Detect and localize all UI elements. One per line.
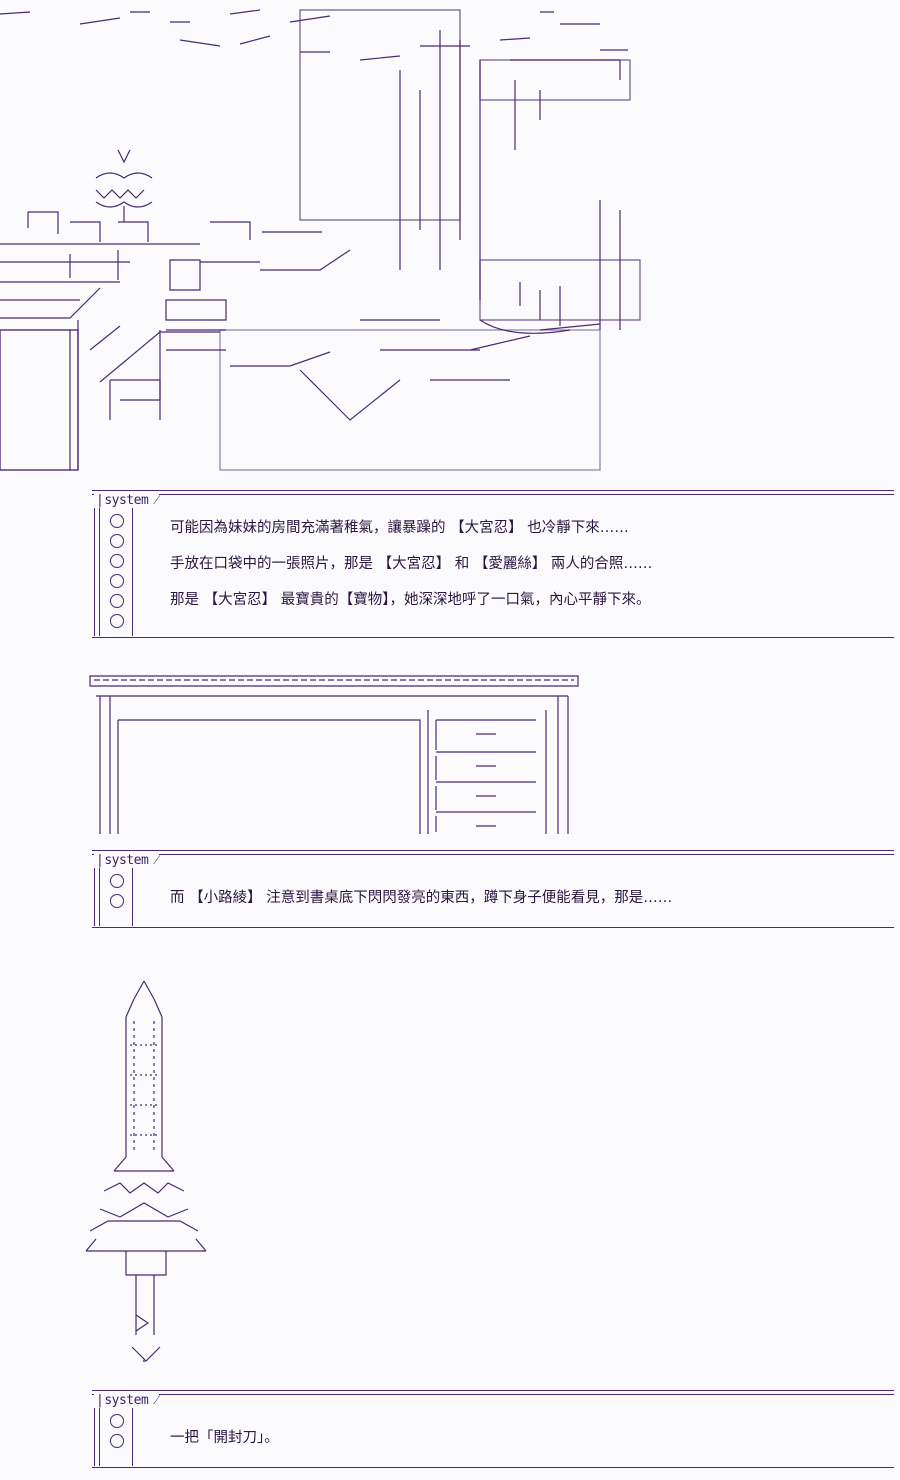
system-dialog-1: system 可能因為妹妹的房間充滿著稚氣，讓暴躁的 【大宮忍】 也冷靜下來……… <box>92 490 894 638</box>
dialog-marker-icons <box>110 868 124 908</box>
bedroom-scene-illustration <box>0 0 660 480</box>
system-dialog-2: system 而 【小路綾】 注意到書桌底下閃閃發亮的東西，蹲下身子便能看見，那… <box>92 850 894 928</box>
dialog-line: 手放在口袋中的一張照片，那是 【大宮忍】 和 【愛麗絲】 兩人的合照…… <box>170 556 653 572</box>
dialog-text: 一把「開封刀」。 <box>170 1428 279 1464</box>
system-tag: system <box>94 492 160 508</box>
system-tag: system <box>94 1392 160 1408</box>
system-dialog-3: system 一把「開封刀」。 <box>92 1390 894 1468</box>
dialog-line: 可能因為妹妹的房間充滿著稚氣，讓暴躁的 【大宮忍】 也冷靜下來…… <box>170 520 629 536</box>
dialog-line: 一把「開封刀」。 <box>170 1430 279 1446</box>
dialog-text: 可能因為妹妹的房間充滿著稚氣，讓暴躁的 【大宮忍】 也冷靜下來…… 手放在口袋中… <box>170 518 652 626</box>
system-tag: system <box>94 852 160 868</box>
dialog-marker-icons <box>110 1408 124 1448</box>
dialog-text: 而 【小路綾】 注意到書桌底下閃閃發亮的東西，蹲下身子便能看見，那是…… <box>170 888 672 924</box>
dialog-marker-icons <box>110 508 124 628</box>
dialog-line: 那是 【大宮忍】 最寶貴的【寶物】，她深深地呼了一口氣，內心平靜下來。 <box>170 592 651 608</box>
letter-opener-illustration <box>80 975 230 1365</box>
dialog-line: 而 【小路綾】 注意到書桌底下閃閃發亮的東西，蹲下身子便能看見，那是…… <box>170 890 673 906</box>
desk-illustration <box>86 670 586 840</box>
